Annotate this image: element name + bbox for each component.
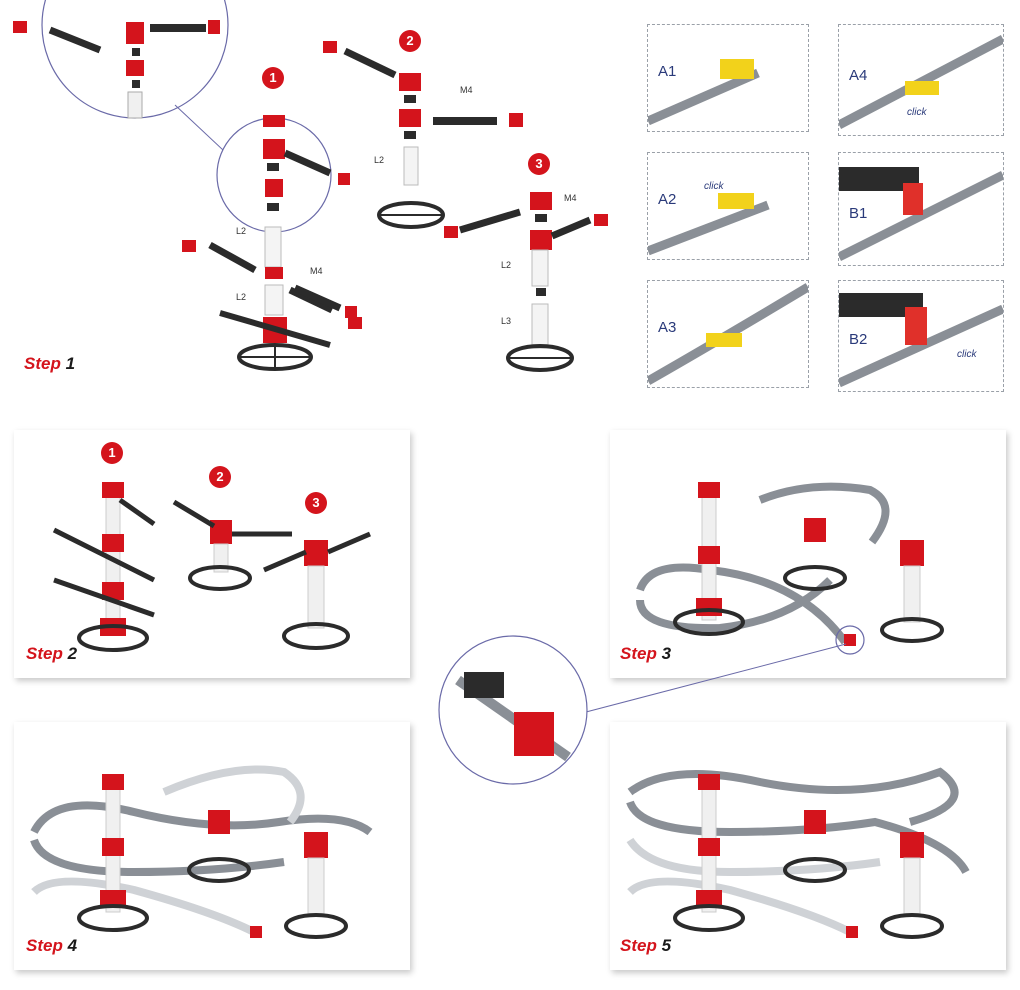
rail-illustration [839,35,1003,129]
detail-b2: B2 click [838,280,1004,392]
step-4-label: Step 4 [26,936,77,956]
code-m4-b: M4 [460,85,473,95]
step-5-panel: Step 5 [610,722,1006,970]
detail-a4: A4 click [838,24,1004,136]
tower-2-exploded [323,41,523,229]
step-number: 2 [67,644,78,663]
step-2-towers [52,482,371,652]
step-word: Step [620,644,657,663]
clip-icon [13,21,27,33]
step-2-panel: 1 2 3 Step 2 [14,430,410,678]
step-word: Step [26,644,63,663]
detail-a2: A2 click [647,152,809,260]
step-5-label: Step 5 [620,936,671,956]
rail-illustration [839,167,1003,262]
detail-label: B2 [849,331,868,348]
step-number: 1 [65,354,76,373]
rail-illustration [648,59,760,126]
step-word: Step [24,354,61,373]
detail-label: A2 [658,191,677,208]
zoom-circle-top [41,0,256,181]
badge-3: 3 [528,153,550,175]
detail-label: A1 [658,63,677,80]
badge-2: 2 [399,30,421,52]
code-l3: L3 [501,316,512,326]
detail-a3: A3 [647,280,809,388]
code-l2-c: L2 [374,155,385,165]
step-2-label: Step 2 [26,644,77,664]
step-3-label: Step 3 [620,644,671,664]
detail-b1: B1 [838,152,1004,266]
step-number: 3 [661,644,672,663]
badge-1: 1 [262,67,284,89]
detail-label: A4 [849,67,868,84]
click-note: click [907,107,927,118]
click-note: click [704,181,724,192]
detail-a1: A1 [647,24,809,132]
rail-illustration [648,193,770,256]
step-5-track [626,767,970,939]
step-3-track [636,482,944,655]
click-note: click [957,349,977,360]
tower-1-exploded [182,115,362,371]
rail-illustration [648,283,808,385]
badge-2: 2 [209,466,231,488]
code-m4-c: M4 [564,193,577,203]
badge-1: 1 [101,442,123,464]
step-word: Step [620,936,657,955]
code-l2-a: L2 [236,226,247,236]
tower-3-exploded [444,192,608,372]
rod-m4-lower [293,284,357,318]
detail-label: A3 [658,319,677,336]
step-4-panel: Step 4 [14,722,410,970]
code-l2-b: L2 [236,292,247,302]
step-number: 4 [67,936,78,955]
step-number: 5 [661,936,672,955]
code-m4-a: M4 [310,266,323,276]
step-3-panel: Step 3 [610,430,1006,678]
badge-3: 3 [305,492,327,514]
step-word: Step [26,936,63,955]
rail-illustration [839,293,1003,388]
step-1-label: Step 1 [24,354,75,374]
step-4-track [30,765,373,939]
code-l2-d: L2 [501,260,512,270]
zoom-circle-center [438,635,847,785]
detail-label: B1 [849,205,868,222]
